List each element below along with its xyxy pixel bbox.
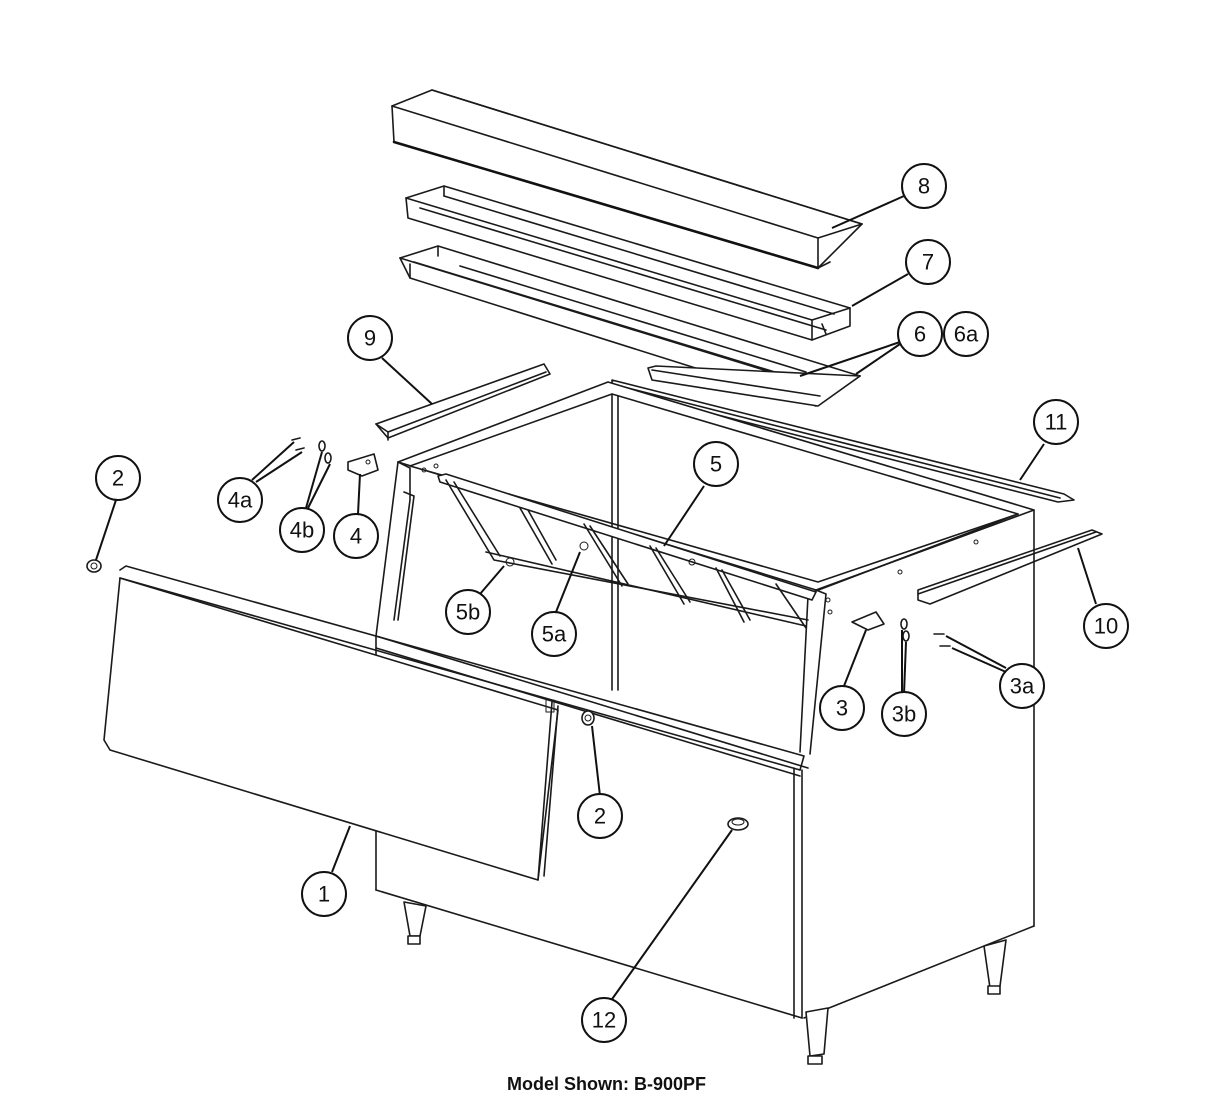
svg-text:12: 12 — [592, 1008, 616, 1033]
svg-text:8: 8 — [918, 174, 930, 199]
model-caption: Model Shown: B-900PF — [506, 1074, 706, 1094]
callout-2-left: 2 — [95, 455, 141, 501]
callout-12: 12 — [581, 997, 627, 1043]
callout-5a: 5a — [531, 611, 577, 657]
svg-text:3a: 3a — [1010, 674, 1035, 699]
svg-text:5a: 5a — [542, 622, 567, 647]
svg-text:1: 1 — [318, 882, 330, 907]
callout-3b: 3b — [881, 691, 927, 737]
svg-text:7: 7 — [922, 250, 934, 275]
hardware — [86, 437, 951, 831]
callout-4: 4 — [333, 513, 379, 559]
svg-text:4b: 4b — [290, 518, 314, 543]
callout-6: 6 — [897, 311, 943, 357]
callout-4a: 4a — [217, 477, 263, 523]
callout-5: 5 — [693, 441, 739, 487]
part-9-rail — [375, 363, 551, 441]
callout-5b: 5b — [445, 589, 491, 635]
callout-2-mid: 2 — [577, 793, 623, 839]
svg-text:9: 9 — [364, 326, 376, 351]
svg-text:11: 11 — [1045, 410, 1068, 435]
svg-text:2: 2 — [594, 804, 606, 829]
leader-lines — [95, 195, 1097, 1003]
callout-7: 7 — [905, 239, 951, 285]
part-6-lower-piece — [647, 365, 861, 407]
part-1-front-door — [103, 565, 805, 881]
part-8-top-cover — [391, 89, 863, 270]
callout-6a: 6a — [943, 311, 989, 357]
svg-text:10: 10 — [1094, 614, 1118, 639]
svg-text:6a: 6a — [954, 322, 979, 347]
callout-9: 9 — [347, 315, 393, 361]
legs — [403, 901, 1007, 1065]
callout-3a: 3a — [999, 663, 1045, 709]
svg-text:4: 4 — [350, 524, 362, 549]
callout-10: 10 — [1083, 603, 1129, 649]
svg-text:6: 6 — [914, 322, 926, 347]
callout-11: 11 — [1033, 399, 1079, 445]
svg-text:4a: 4a — [228, 488, 253, 513]
svg-text:3: 3 — [836, 696, 848, 721]
svg-text:5: 5 — [710, 452, 722, 477]
svg-text:2: 2 — [112, 466, 124, 491]
svg-text:5b: 5b — [456, 600, 480, 625]
callout-8: 8 — [901, 163, 947, 209]
part-5-deflector — [437, 473, 817, 629]
part-10-rail — [917, 529, 1103, 605]
callout-3: 3 — [819, 685, 865, 731]
part-7-channel — [405, 185, 851, 341]
callout-4b: 4b — [279, 507, 325, 553]
callout-1: 1 — [301, 871, 347, 917]
svg-text:3b: 3b — [892, 702, 916, 727]
